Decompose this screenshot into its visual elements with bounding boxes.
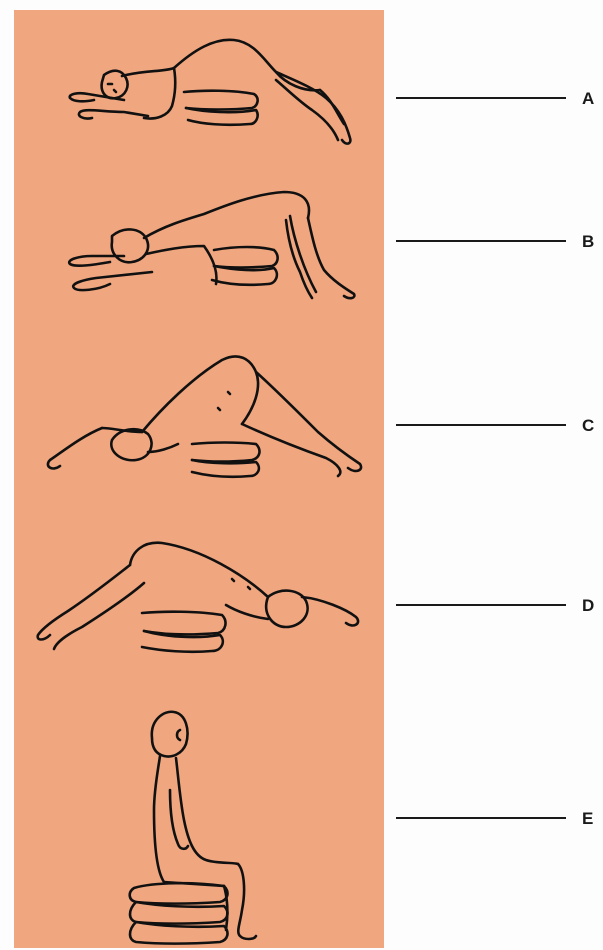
label-b: B	[582, 232, 594, 252]
label-a: A	[582, 89, 594, 109]
label-c: C	[582, 416, 594, 436]
illustration-panel	[14, 10, 384, 948]
figure-c-side-lying-position	[42, 348, 372, 488]
label-line-e	[396, 817, 566, 819]
label-line-c	[396, 424, 566, 426]
label-line-d	[396, 604, 566, 606]
label-line-a	[396, 97, 566, 99]
figure-e-seated-position	[114, 710, 274, 945]
figure-d-side-lying-position	[32, 535, 372, 675]
figure-b-prone-bridge-position	[64, 180, 364, 310]
figure-a-knee-chest-position	[64, 20, 364, 155]
label-line-b	[396, 240, 566, 242]
label-e: E	[582, 809, 593, 829]
label-d: D	[582, 596, 594, 616]
